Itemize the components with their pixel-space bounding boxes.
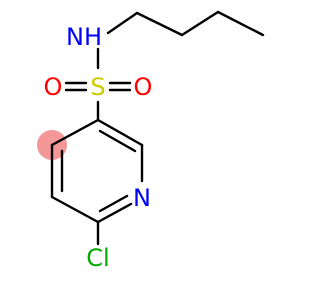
atom-nh: NH: [66, 23, 102, 51]
bond-c1-c2: [135, 11, 184, 37]
bond-nh-c1: [106, 11, 139, 35]
ring-bond-c3-c4: [50, 118, 100, 147]
molecule-structure: NH S O O N Cl: [37, 10, 265, 272]
molecule-canvas: NH S O O N Cl: [37, 10, 265, 272]
bond-c2-c3: [180, 10, 220, 37]
ring-bond-c3-c2-inner: [98, 129, 137, 153]
ring-bond-n-c6: [96, 202, 133, 224]
ring-bond-c3-c2: [96, 118, 144, 147]
atom-s: S: [90, 73, 105, 101]
atom-n-ring: N: [133, 184, 151, 212]
atom-cl: Cl: [86, 244, 109, 272]
atom-o-right: O: [134, 73, 153, 101]
ring-bond-c5-c6: [50, 195, 100, 224]
bond-c3-c4: [216, 10, 265, 37]
atom-o-left: O: [44, 73, 63, 101]
ring-bond-n-c6-inner: [98, 194, 129, 213]
